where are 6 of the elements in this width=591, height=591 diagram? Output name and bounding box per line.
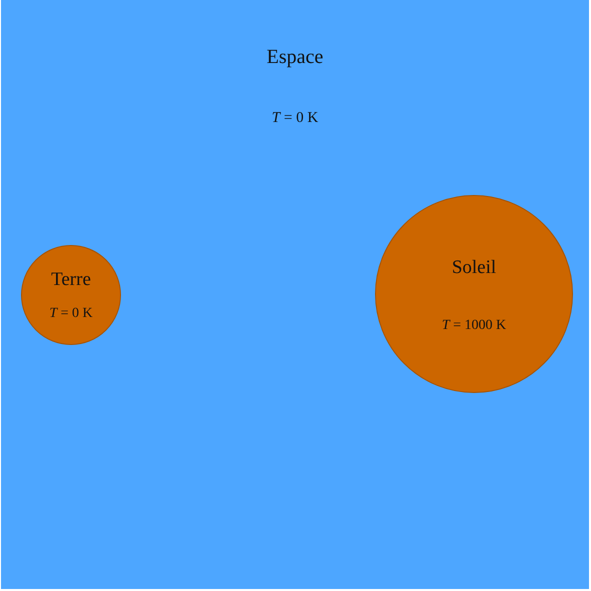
node-title: Terre	[51, 270, 91, 289]
temperature-label: T = 1000 K	[442, 319, 506, 333]
node-title: Soleil	[452, 258, 496, 277]
temperature-label: T = 0 K	[49, 307, 93, 321]
node-title: Espace	[266, 47, 324, 67]
temperature-label: T = 0 K	[272, 111, 318, 126]
